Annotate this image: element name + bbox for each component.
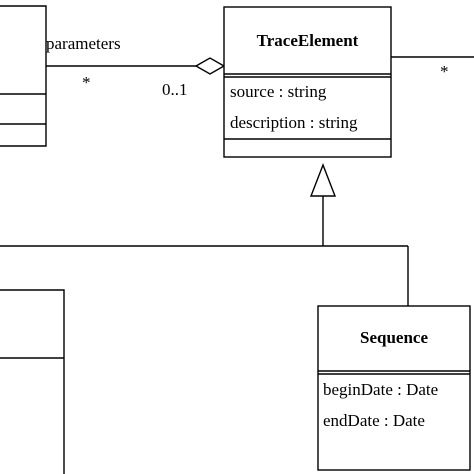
generalization-triangle [309,163,337,197]
parameters-association [46,57,226,75]
trace-element-attribute-source: source : string [230,82,327,101]
multiplicity-right-label: 0..1 [162,80,188,99]
trace-element-class [223,6,392,158]
sequence-class [317,305,471,471]
left-bottom-class-partial [0,289,65,474]
sequence-attribute-end-date: endDate : Date [323,411,425,430]
generalization-tree [0,163,409,306]
aggregation-diamond [194,57,226,75]
left-top-class-partial [0,5,47,147]
multiplicity-far-right-label: * [440,62,449,81]
association-role-label: parameters [46,34,121,53]
trace-element-attribute-description: description : string [230,113,358,132]
sequence-class-name: Sequence [360,328,428,347]
multiplicity-left-label: * [82,73,91,92]
trace-element-class-name: TraceElement [256,31,359,50]
sequence-attribute-begin-date: beginDate : Date [323,380,439,399]
